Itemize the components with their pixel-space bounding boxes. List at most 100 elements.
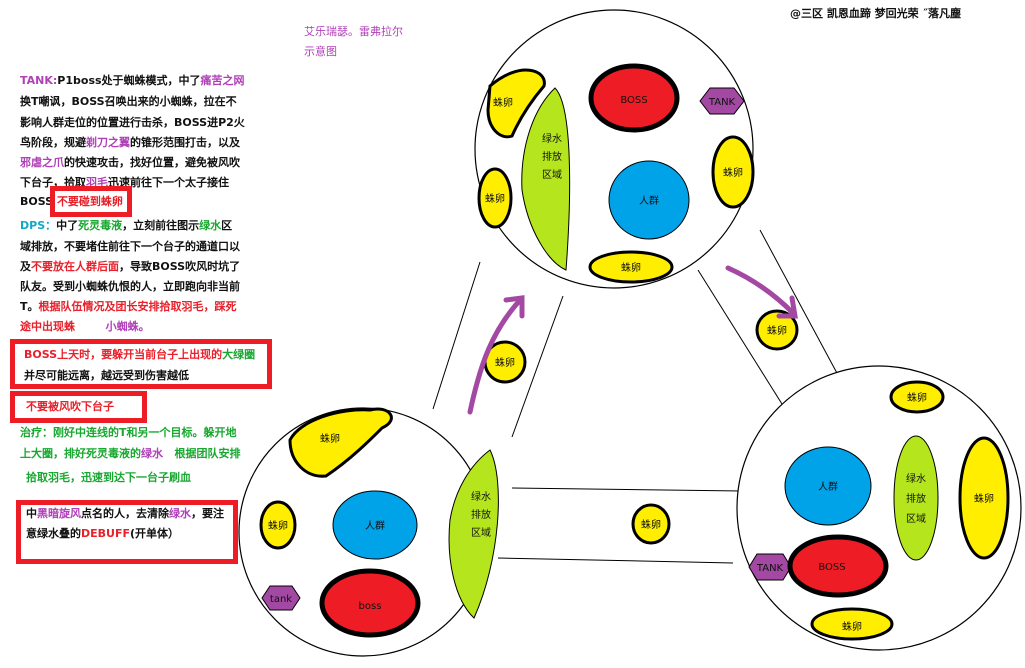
boss-marker: BOSS bbox=[588, 63, 680, 133]
highlight-box bbox=[16, 500, 238, 564]
green-zone-label: 绿水 bbox=[906, 472, 926, 485]
tank-skill: 剃刀之翼 bbox=[86, 136, 130, 149]
bridge-edge bbox=[511, 487, 743, 492]
heal-text: 上大圈，排好死灵毒液的 bbox=[20, 447, 141, 460]
egg: 蛛卵 bbox=[755, 309, 799, 351]
green-zone-label: 排放 bbox=[542, 150, 562, 163]
tank-label: TANK bbox=[756, 563, 784, 574]
dps-line-5: T。根据队伍情况及团长安排拾取羽毛，踩死 bbox=[20, 296, 237, 317]
tank-text: P1boss处于蜘蛛模式，中了 bbox=[57, 74, 201, 87]
egg-label: 蛛卵 bbox=[485, 192, 505, 205]
tank-text: 的锥形范围打击，以及 bbox=[130, 136, 240, 149]
bridge-edge bbox=[759, 229, 839, 376]
tank-text: BOSS bbox=[20, 195, 54, 208]
dps-green: 绿水 bbox=[199, 219, 222, 232]
egg-label: 蛛卵 bbox=[493, 96, 513, 109]
egg: 蛛卵 bbox=[588, 250, 674, 284]
dps-warning: 不要放在人群后面 bbox=[31, 260, 119, 273]
crowd-marker: 人群 bbox=[608, 160, 690, 240]
egg-label: 蛛卵 bbox=[641, 518, 661, 531]
dps-spider: 小蜘蛛。 bbox=[105, 320, 150, 333]
tank-line-3: 影响人群走位的位置进行击杀，BOSS进P2火 bbox=[20, 116, 245, 129]
tank-text: 迅速前往下一个太子接住 bbox=[108, 176, 229, 189]
note-text: (开单体） bbox=[130, 527, 180, 540]
green-zone-label: 区域 bbox=[906, 512, 926, 525]
note-green: 绿水 bbox=[169, 507, 191, 520]
diagram-subtitle: 示意图 bbox=[304, 45, 337, 58]
egg: 蛛卵 bbox=[477, 167, 513, 229]
tank-warning: 不要碰到蛛卵 bbox=[56, 195, 123, 208]
note-debuff: DEBUFF bbox=[81, 527, 130, 540]
green-zone-label: 绿水 bbox=[471, 490, 491, 503]
arrow-icon bbox=[725, 265, 798, 319]
egg: 蛛卵 bbox=[889, 380, 945, 414]
note-text: 意绿水叠的 bbox=[26, 527, 81, 540]
platform-top bbox=[474, 9, 754, 289]
note-line-2: 意绿水叠的DEBUFF(开单体） bbox=[26, 523, 179, 544]
egg: 蛛卵 bbox=[288, 407, 393, 478]
crowd-label: 人群 bbox=[365, 519, 385, 532]
green-zone-label: 区域 bbox=[471, 526, 491, 539]
green-zone: 绿水 排放 区域 bbox=[893, 435, 939, 561]
tank-label: TANK bbox=[708, 97, 736, 108]
dps-line-6: 途中出现蛛 小蜘蛛。 bbox=[20, 316, 150, 337]
tank-text: 下台子，拾取 bbox=[20, 176, 86, 189]
tank-line-1: TANK:P1boss处于蜘蛛模式，中了痛苦之网 bbox=[20, 70, 245, 91]
dps-text: 及 bbox=[20, 260, 31, 273]
egg: 蛛卵 bbox=[631, 503, 671, 545]
crowd-marker: 人群 bbox=[332, 490, 418, 560]
highlight-box bbox=[50, 186, 132, 217]
boss-up-line-1: BOSS上天时，要躲开当前台子上出现的大绿圈 bbox=[24, 344, 255, 365]
bridge-edge bbox=[497, 557, 734, 564]
boss-label: BOSS bbox=[620, 95, 647, 106]
note-skill: 黑暗旋风 bbox=[37, 507, 81, 520]
egg-label: 蛛卵 bbox=[842, 620, 862, 633]
tank-line-7: BOSS 不要碰到蛛卵 bbox=[20, 191, 123, 212]
crowd-label: 人群 bbox=[639, 194, 659, 207]
dps-line-3: 及不要放在人群后面，导致BOSS吹风时坑了 bbox=[20, 256, 240, 277]
tank-text: 的快速攻击，找好位置，避免被风吹 bbox=[64, 156, 240, 169]
bridges bbox=[432, 229, 839, 564]
egg: 蛛卵 bbox=[486, 68, 546, 139]
dps-line-1: DPS：中了死灵毒液，立刻前往图示绿水区 bbox=[20, 215, 232, 236]
egg-label: 蛛卵 bbox=[767, 324, 787, 337]
egg-label: 蛛卵 bbox=[723, 166, 743, 179]
dps-text: 区 bbox=[221, 219, 233, 232]
dps-text: T。 bbox=[20, 300, 39, 313]
boss-up-line-2: 并尽可能远离，越远受到伤害越低 bbox=[24, 369, 189, 382]
dps-text: 中了 bbox=[56, 219, 79, 232]
dps-text: 途中出现蛛 bbox=[20, 320, 75, 333]
green-zone: 绿水 排放 区域 bbox=[448, 449, 499, 619]
green-zone-label: 排放 bbox=[471, 508, 491, 521]
dps-label: DPS： bbox=[20, 219, 57, 232]
bridge-edge bbox=[697, 269, 788, 413]
tank-skill: 邪虐之爪 bbox=[20, 156, 64, 169]
note-text: 中 bbox=[26, 507, 37, 520]
highlight-box bbox=[10, 391, 147, 423]
egg-label: 蛛卵 bbox=[621, 261, 641, 274]
egg-label: 蛛卵 bbox=[495, 356, 515, 369]
green-zone: 绿水 排放 区域 bbox=[521, 87, 571, 271]
arrow-icon bbox=[467, 295, 525, 415]
dps-text: ，立刻前往图示 bbox=[122, 219, 200, 232]
highlight-box bbox=[10, 339, 272, 389]
dps-debuff: 死灵毒液 bbox=[78, 219, 123, 232]
boss-marker: BOSS bbox=[787, 534, 889, 598]
note-text: 点名的人，去清除 bbox=[81, 507, 169, 520]
egg-label: 蛛卵 bbox=[268, 519, 288, 532]
note-line-1: 中黑暗旋风点名的人，去清除绿水，要注 bbox=[26, 503, 224, 524]
crowd-marker: 人群 bbox=[784, 446, 872, 526]
tank-feather: 羽毛 bbox=[86, 176, 108, 189]
tank-line-2: 换T嘲讽，BOSS召唤出来的小蜘蛛，拉在不 bbox=[20, 95, 237, 108]
dps-line-2: 域排放，不要堵住前往下一个台子的通道口以 bbox=[20, 240, 240, 253]
egg-label: 蛛卵 bbox=[974, 492, 994, 505]
boss-label: boss bbox=[359, 601, 382, 612]
heal-line-1: 治疗：刚好中连线的T和另一个目标。躲开地 bbox=[20, 426, 237, 439]
tank-line-6: 下台子，拾取羽毛迅速前往下一个太子接住 bbox=[20, 172, 229, 193]
diagram-title: 艾乐瑞瑟。雷弗拉尔 bbox=[304, 25, 403, 38]
credit-text: @三区 凯恩血蹄 梦回光荣 ˝落凡塵 bbox=[790, 7, 961, 20]
boss-marker: boss bbox=[319, 568, 421, 638]
green-zone-label: 绿水 bbox=[542, 132, 562, 145]
heal-line-3: 拾取羽毛，迅速到达下一台子刷血 bbox=[26, 471, 191, 484]
